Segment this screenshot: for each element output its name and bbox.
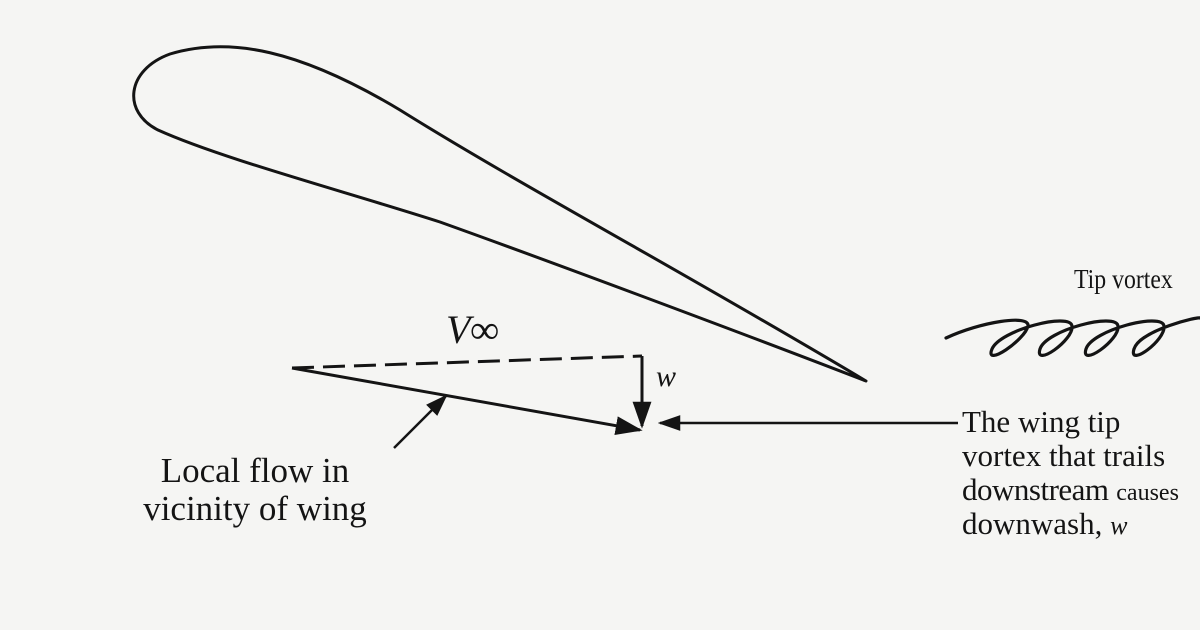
- wing-tip-note-line1: The wing tip: [962, 404, 1121, 439]
- downwash-symbol-label: w: [656, 360, 677, 393]
- tip-vortex-label: Tip vortex: [1074, 264, 1173, 294]
- wing-tip-note-line4-main: downwash,: [962, 506, 1103, 542]
- wing-tip-note-line3-main: downstream: [962, 472, 1109, 508]
- wing-tip-note-line2: vortex that trails: [962, 438, 1166, 474]
- freestream-vector-line: [291, 354, 643, 370]
- wing-tip-note-line4: downwash, w: [962, 507, 1200, 541]
- local-flow-leader: [393, 394, 448, 449]
- local-flow-label: Local flow in vicinity of wing: [120, 452, 390, 528]
- freestream-velocity-label: V∞: [446, 307, 499, 352]
- local-flow-label-line1: Local flow in: [160, 451, 350, 490]
- local-flow-label-line2: vicinity of wing: [143, 488, 367, 528]
- local-flow-arrow: [291, 366, 643, 436]
- tip-vortex-coil: [944, 316, 1200, 357]
- wing-tip-note: The wing tip vortex that trails downstre…: [962, 404, 1200, 541]
- airfoil-outline: [132, 45, 868, 383]
- wing-tip-note-line3: downstream causes: [962, 473, 1200, 507]
- wing-tip-note-line4-symbol: w: [1110, 511, 1128, 541]
- wing-tip-note-line3-small: causes: [1116, 480, 1179, 507]
